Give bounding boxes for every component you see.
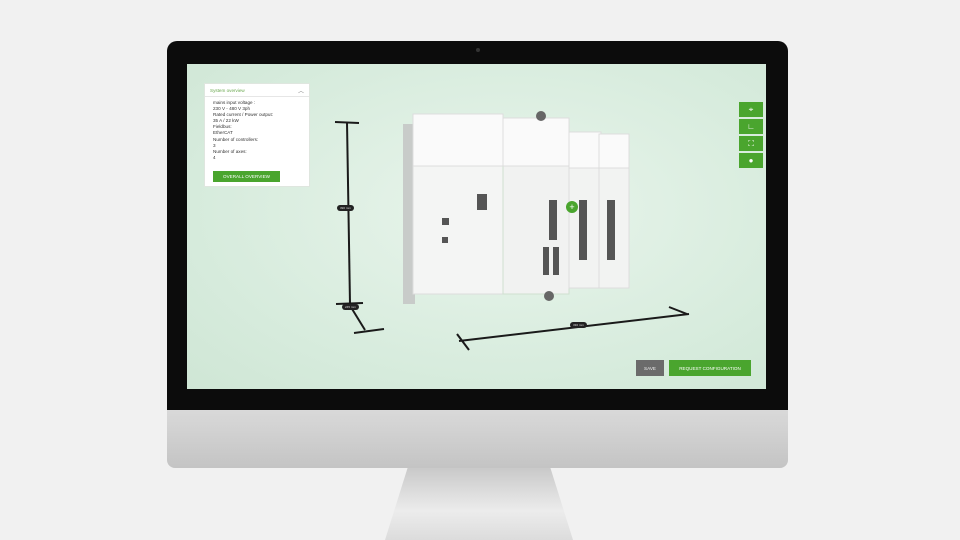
- system-overview-panel: System overview︿ mains input voltage : 2…: [204, 83, 310, 187]
- chevron-up-icon[interactable]: ︿: [297, 88, 304, 95]
- fullscreen-icon[interactable]: ⛶: [739, 136, 763, 151]
- save-button[interactable]: SAVE: [636, 360, 664, 376]
- depth-dimension: 245 mm: [342, 304, 359, 310]
- camera: [476, 48, 480, 52]
- overall-overview-button[interactable]: OVERALL OVERVIEW: [213, 171, 280, 182]
- measure-icon[interactable]: ∟: [739, 119, 763, 134]
- height-dimension: 390 mm: [337, 205, 354, 211]
- width-dimension: 330 mm: [570, 322, 587, 328]
- target-icon[interactable]: ⌖: [739, 102, 763, 117]
- svg-text:+: +: [569, 202, 574, 212]
- info-icon[interactable]: ●: [739, 153, 763, 168]
- monitor-stand: [385, 468, 573, 540]
- monitor-chin: [167, 410, 788, 468]
- configurator-screen: + 390 mm 245 mm 330 mm System overview︿ …: [187, 64, 766, 389]
- add-module-icon: [566, 201, 578, 213]
- request-configuration-button[interactable]: REQUEST CONFIGURATION: [669, 360, 751, 376]
- product-3d-view[interactable]: +: [187, 64, 766, 389]
- rotate-handle: [536, 111, 546, 121]
- toolbar: ⌖ ∟ ⛶ ●: [739, 102, 763, 170]
- panel-header[interactable]: System overview︿: [205, 84, 309, 97]
